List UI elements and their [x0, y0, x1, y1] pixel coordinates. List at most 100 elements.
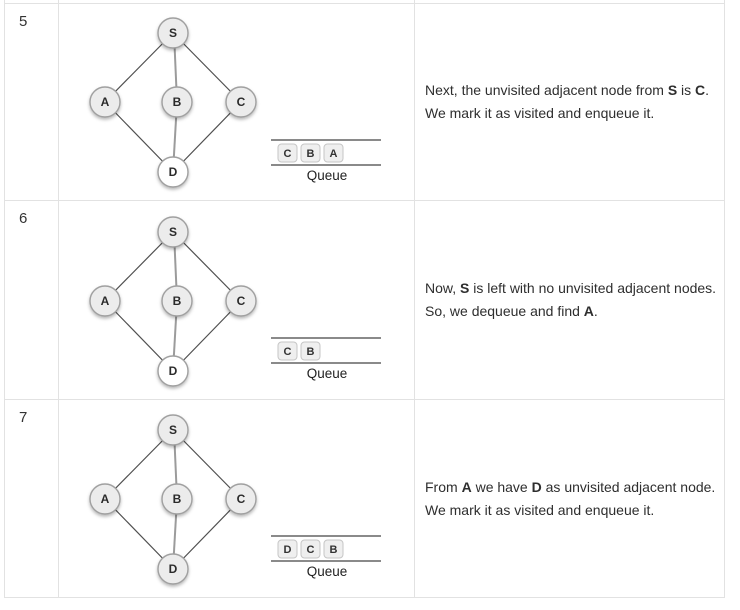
node-C-label: C: [237, 294, 246, 308]
edge-A-D: [104, 101, 174, 173]
edge-S-A: [104, 32, 174, 103]
node-B-label: B: [173, 492, 182, 506]
edge-S-C: [172, 32, 242, 103]
text-segment: Next, the unvisited adjacent node from: [425, 82, 668, 98]
edge-C-D: [172, 101, 242, 173]
graph-nodes: S A B C D: [89, 17, 257, 188]
queue-label: Queue: [307, 366, 348, 381]
step-description: From A we have D as unvisited adjacent n…: [415, 476, 715, 522]
queue-label: Queue: [307, 564, 348, 579]
description-line: We mark it as visited and enqueue it.: [425, 102, 709, 125]
node-B-label: B: [173, 95, 182, 109]
graph-cell: S A B C D C: [59, 4, 415, 200]
queue-box-letter: B: [307, 148, 315, 160]
description-cell: Now, S is left with no unvisited adjacen…: [415, 201, 725, 399]
edge-C-D: [172, 300, 242, 372]
queue-box: [300, 143, 321, 163]
text-segment: .: [705, 82, 710, 98]
node-C: [225, 483, 257, 515]
queue-box-letter: C: [284, 346, 292, 358]
text-segment: Now,: [425, 280, 461, 296]
text-segment: We mark it as visited and enqueue it.: [425, 501, 655, 518]
queue-label: Queue: [307, 168, 348, 183]
spacer-cell: [59, 0, 415, 3]
text-segment: is left with no unvisited adjacent nodes…: [469, 280, 717, 296]
edge-S-A: [104, 231, 174, 302]
node-B: [161, 483, 193, 515]
step-number-cell: 5: [5, 4, 59, 200]
node-B-label: B: [173, 294, 182, 308]
step-number: 7: [19, 409, 28, 426]
text-segment: as unvisited adjacent node.: [541, 478, 716, 495]
node-C: [225, 86, 257, 118]
graph-cell: S A B C D C: [59, 201, 415, 399]
node-ref: S: [667, 82, 678, 98]
node-A: [89, 86, 121, 118]
node-S: [157, 414, 189, 446]
description-line: We mark it as visited and enqueue it.: [425, 499, 715, 522]
description-line: Next, the unvisited adjacent node from S…: [425, 79, 709, 102]
text-segment: We mark it as visited and enqueue it.: [425, 105, 655, 121]
node-ref: S: [460, 280, 470, 296]
bfs-graph-canvas: S A B C D D: [89, 414, 381, 585]
graph-nodes: S A B C D: [89, 414, 257, 585]
description-line: So, we dequeue and find A.: [425, 300, 716, 323]
edge-S-A: [104, 429, 174, 500]
queue-box: [323, 143, 344, 163]
node-C-label: C: [237, 95, 246, 109]
graph-nodes: S A B C D: [89, 216, 257, 387]
table-row-step-7: 7 S A: [5, 400, 725, 598]
step-number: 5: [19, 13, 28, 30]
node-C: [225, 285, 257, 317]
text-segment: So, we dequeue and find: [425, 303, 584, 319]
node-A-label: A: [101, 492, 110, 506]
description-line: Now, S is left with no unvisited adjacen…: [425, 277, 716, 300]
step-number-cell: 6: [5, 201, 59, 399]
step-description: Now, S is left with no unvisited adjacen…: [415, 277, 716, 323]
text-segment: From: [425, 478, 462, 495]
text-segment: is: [677, 82, 696, 98]
edge-S-C: [172, 231, 242, 302]
edge-S-C: [172, 429, 242, 500]
queue-box-letter: A: [330, 148, 338, 160]
queue-box-letter: B: [307, 346, 315, 358]
queue-box-letter: B: [330, 544, 338, 556]
graph-cell: S A B C D D: [59, 400, 415, 597]
node-C-label: C: [237, 492, 246, 506]
node-S-label: S: [169, 225, 177, 239]
queue-box: [323, 539, 344, 559]
node-D-label: D: [169, 364, 178, 378]
text-segment: .: [593, 303, 598, 319]
step-number-cell: 7: [5, 400, 59, 597]
node-D: [157, 553, 189, 585]
queue-widget: C B A Queue: [271, 139, 381, 183]
node-ref: C: [695, 82, 706, 98]
node-S: [157, 216, 189, 248]
edge-C-D: [172, 498, 242, 570]
queue-box-letter: C: [307, 544, 315, 556]
node-ref: A: [461, 478, 472, 495]
node-ref: A: [583, 303, 594, 319]
queue-widget: C B Queue: [271, 337, 381, 381]
node-B: [161, 86, 193, 118]
node-A-label: A: [101, 95, 110, 109]
node-A-label: A: [101, 294, 110, 308]
description-line: From A we have D as unvisited adjacent n…: [425, 476, 715, 499]
text-segment: we have: [471, 478, 532, 495]
node-S-label: S: [169, 26, 177, 40]
node-ref: D: [531, 478, 542, 495]
node-D-label: D: [169, 165, 178, 179]
node-D-label: D: [169, 562, 178, 576]
node-B: [161, 285, 193, 317]
queue-box-letter: D: [284, 544, 292, 556]
table-row-step-6: 6 S A: [5, 201, 725, 400]
queue-box-letter: C: [284, 148, 292, 160]
queue-box: [277, 143, 298, 163]
edge-A-D: [104, 300, 174, 372]
queue-box: [277, 341, 298, 361]
node-D: [157, 156, 189, 188]
description-cell: Next, the unvisited adjacent node from S…: [415, 4, 725, 200]
node-A: [89, 285, 121, 317]
spacer-cell: [415, 0, 725, 3]
